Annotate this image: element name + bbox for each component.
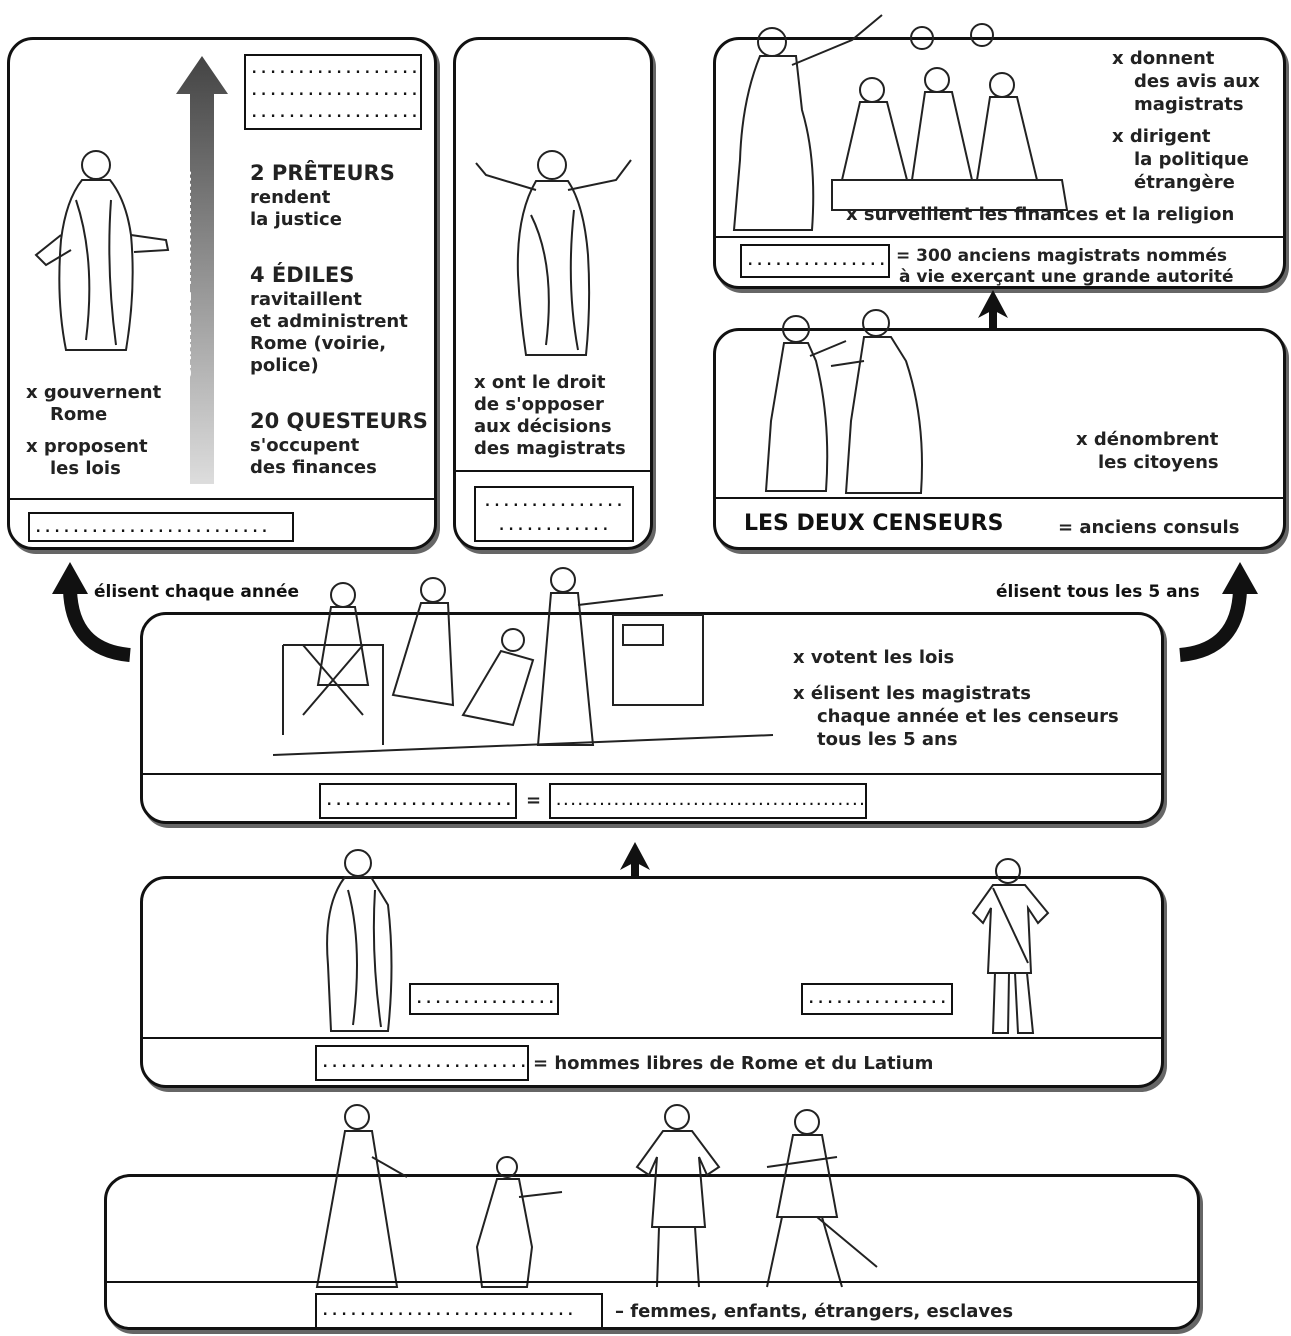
noncitizens-separator (107, 1281, 1197, 1283)
magistrate-top-blank[interactable]: ........................................… (244, 54, 422, 130)
censors-box: x dénombrent les citoyens LES DEUX CENSE… (713, 309, 1286, 550)
senate-def-1: = 300 anciens magistrats nommés (896, 246, 1228, 266)
tribune-text-4: des magistrats (474, 438, 626, 459)
senate-box: x donnent des avis aux magistrats x diri… (713, 14, 1286, 289)
citizen-tunic-figure (971, 858, 1050, 1034)
tribune-figure (475, 150, 632, 356)
magistrates-separator (10, 498, 434, 500)
citizens-separator (143, 1037, 1161, 1039)
consuls-blank[interactable]: ......................... (28, 512, 294, 542)
assemblies-bullet-2c: tous les 5 ans (817, 729, 958, 750)
assemblies-box: x votent les lois x élisent les magistra… (140, 567, 1164, 824)
forment-arrow (620, 842, 650, 884)
elisent-right-arrow (1179, 562, 1258, 662)
consul-bullet-2b: les lois (50, 458, 121, 479)
preteurs-desc-1: rendent (250, 187, 331, 208)
tribunes-box: x ont le droit de s'opposer aux décision… (453, 37, 653, 550)
citizen-blank-right[interactable]: ................... (801, 983, 953, 1015)
tribunes-separator (456, 470, 650, 472)
senate-bullet-1: x donnent (1112, 48, 1215, 69)
noncitizens-figures (315, 1104, 878, 1288)
tribune-text-2: de s'opposer (474, 394, 604, 415)
elisent-left-label: élisent chaque année (94, 582, 300, 602)
senate-figure (732, 14, 1069, 231)
senate-bullet-1b: des avis aux (1134, 71, 1260, 92)
censors-def: = anciens consuls (1058, 517, 1240, 538)
magistrates-box: x gouvernent Rome x proposent les lois C… (7, 37, 437, 550)
questeurs-desc-1: s'occupent (250, 435, 360, 456)
assemblies-bullet-2b: chaque année et les censeurs (817, 706, 1119, 727)
assemblies-equals: = (526, 790, 542, 811)
ediles-desc-1: ravitaillent (250, 289, 362, 310)
elisent-left-arrow (52, 562, 131, 662)
censors-bullet-1: x dénombrent (1076, 429, 1219, 450)
senate-bullet-3: x surveillent les finances et la religio… (846, 204, 1235, 225)
citizens-blank[interactable]: ...................... (315, 1045, 529, 1081)
citizens-box: ................... ................... … (140, 849, 1164, 1088)
career-label: CARRIÈRE ................... (176, 170, 195, 380)
consul-bullet-1b: Rome (50, 404, 108, 425)
elisent-right-label: élisent tous les 5 ans (996, 582, 1200, 602)
tribunes-blank[interactable]: ........................... (474, 486, 634, 542)
consul-bullet-2: x proposent (26, 436, 148, 457)
ediles-desc-4: police) (250, 355, 319, 376)
career-arrow (176, 56, 228, 484)
questeurs-desc-2: des finances (250, 457, 377, 478)
preteurs-desc-2: la justice (250, 209, 342, 230)
assemblies-blank-1[interactable]: ....................... (319, 783, 517, 819)
noncitizens-blank[interactable]: ........................... (315, 1293, 603, 1329)
tribune-text-3: aux décisions (474, 416, 612, 437)
citizens-def: = hommes libres de Rome et du Latium (533, 1053, 934, 1074)
senate-bullet-1c: magistrats (1134, 94, 1244, 115)
recrutent-arrow (978, 290, 1008, 332)
consul-bullet-1: x gouvernent (26, 382, 162, 403)
vote-scene-figure (273, 567, 774, 756)
citizen-blank-left[interactable]: ................... (409, 983, 559, 1015)
censors-bullet-1b: les citoyens (1098, 452, 1219, 473)
senate-bullet-2c: étrangère (1134, 172, 1235, 193)
ediles-desc-3: Rome (voirie, (250, 333, 387, 354)
assemblies-bullet-1: x votent les lois (793, 647, 955, 668)
senate-def-2: à vie exerçant une grande autorité (899, 267, 1234, 287)
noncitizens-box: ........................... – femmes, en… (104, 1104, 1200, 1330)
ediles-desc-2: et administrent (250, 311, 408, 332)
censors-separator (716, 497, 1283, 499)
assemblies-blank-2[interactable]: ........................................… (549, 783, 867, 819)
assemblies-separator (143, 773, 1161, 775)
questeurs-title: 20 QUESTEURS (250, 409, 428, 433)
consul-figure (34, 150, 170, 351)
assemblies-bullet-2: x élisent les magistrats (793, 683, 1032, 704)
noncitizens-def: – femmes, enfants, étrangers, esclaves (615, 1301, 1014, 1322)
senate-separator (716, 236, 1283, 238)
senate-bullet-2: x dirigent (1112, 126, 1211, 147)
preteurs-title: 2 PRÊTEURS (250, 161, 395, 185)
ediles-title: 4 ÉDILES (250, 263, 355, 287)
censors-title: LES DEUX CENSEURS (744, 511, 1004, 536)
tribune-text-1: x ont le droit (474, 372, 606, 393)
citizen-toga-figure (326, 849, 393, 1032)
senate-blank[interactable]: ............... (740, 244, 890, 278)
censors-figure (764, 309, 923, 494)
senate-bullet-2b: la politique (1134, 149, 1249, 170)
